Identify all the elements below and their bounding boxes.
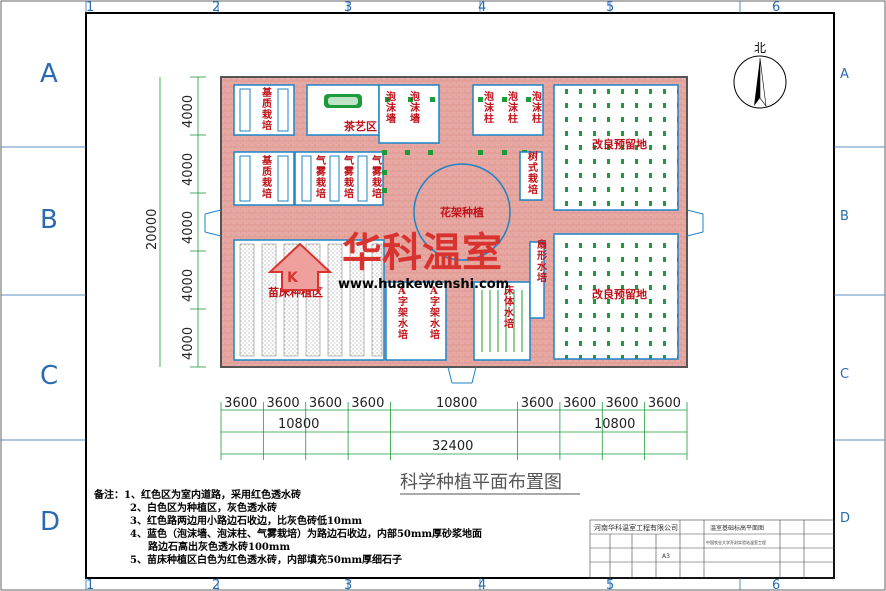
grid-row-c-right: C: [840, 367, 849, 382]
premium-bed-area-2: [233, 151, 295, 206]
zone-label-premium1: 基质栽培: [261, 86, 273, 132]
grid-row-b: B: [40, 205, 58, 235]
grid-col-1: 1: [86, 0, 94, 15]
left-dim-lines: [159, 76, 206, 368]
tea-table-icon: [324, 94, 362, 108]
tb-company: 河南华科温室工程有限公司: [594, 523, 678, 532]
dim-bottom-mid-1: 10800: [278, 417, 319, 432]
dim-bottom-seg-8: 3600: [605, 396, 638, 411]
note-3: 3、红色路两边用小路边石收边，比灰色砖低10mm: [130, 514, 362, 527]
grid-col-5: 5: [606, 0, 614, 15]
dim-bottom-seg-5: 10800: [436, 396, 477, 411]
zone-label-aero2: 气雾栽培: [343, 154, 355, 200]
dim-bottom-seg-7: 3600: [563, 396, 596, 411]
zone-label-fan: 扇形水培: [536, 238, 548, 284]
grid-col-2-bottom: 2: [212, 578, 220, 591]
tree-bed-area: [519, 151, 543, 201]
grid-row-d: D: [40, 507, 60, 537]
fan-water-area: [529, 241, 545, 319]
foam-col-area-1: [472, 84, 544, 136]
svg-text:K: K: [287, 270, 299, 286]
grid-col-6-bottom: 6: [772, 578, 780, 591]
zone-label-trellis: 花架种植: [440, 205, 484, 219]
a-frame-area: [385, 281, 447, 361]
dim-bottom-seg-1: 3600: [224, 396, 257, 411]
seedbed-rows: [239, 243, 383, 357]
title-block: [589, 519, 835, 579]
watermark-cn: 华科温室: [342, 230, 502, 276]
grid-col-5-bottom: 5: [606, 578, 614, 591]
dim-left-2: 4000: [181, 153, 196, 186]
bed-water-area: [473, 281, 531, 361]
watermark-logo: K: [267, 242, 333, 291]
drawing-title: 科学种植平面布置图: [400, 472, 562, 493]
tb-paper: A3: [662, 553, 670, 560]
zone-label-tree: 树式栽培: [528, 150, 538, 196]
tb-drawing-name: 温室基础标高平面图: [710, 524, 764, 532]
reserve-area-1: [553, 84, 679, 211]
bed-water-lines: [481, 290, 523, 352]
door-icons: [204, 209, 704, 384]
north-arrow: [733, 55, 787, 109]
note-5: 5、苗床种植区白色为红色透水砖，内部填充50mm厚细石子: [130, 553, 402, 566]
grid-row-d-right: D: [840, 511, 850, 526]
dim-left-5: 4000: [181, 327, 196, 360]
grid-col-4: 4: [478, 0, 486, 15]
zone-label-bedwater: 床体水培: [503, 284, 515, 330]
dim-bottom-seg-9: 3600: [648, 396, 681, 411]
zone-label-aero1: 气雾栽培: [315, 154, 327, 200]
note-2: 2、白色区为种植区，灰色透水砖: [130, 501, 277, 514]
bottom-dim-ticks: [220, 402, 688, 460]
grid-row-c: C: [40, 361, 58, 391]
reserve-area-2: [553, 233, 679, 360]
grid-col-6: 6: [772, 0, 780, 15]
dim-bottom-seg-2: 3600: [267, 396, 300, 411]
grid-row-a-right: A: [840, 67, 849, 82]
tb-project: 中国农业大学开封实验站温室工程: [706, 539, 766, 545]
zone-label-premium2: 基质栽培: [261, 154, 273, 200]
grid-col-4-bottom: 4: [478, 578, 486, 591]
grid-col-1-bottom: 1: [86, 578, 94, 591]
note-1: 备注：1、红色区为室内道路，采用红色透水砖: [93, 488, 301, 501]
dim-bottom-seg-3: 3600: [309, 396, 342, 411]
dim-bottom-mid-2: 10800: [594, 417, 635, 432]
zone-label-foamcol2: 泡沫柱: [508, 90, 519, 125]
grid-col-3-bottom: 3: [344, 578, 352, 591]
dim-left-total: 20000: [145, 209, 160, 250]
zone-label-reserve2: 改良预留地: [592, 287, 647, 301]
grid-col-3: 3: [344, 0, 352, 15]
foam-wall-area-1: [378, 84, 440, 144]
zone-label-foamcol1: 泡沫柱: [484, 90, 495, 125]
watermark-url: www.huakewenshi.com: [338, 277, 509, 292]
zone-label-foam2: 泡沫墙: [410, 90, 421, 125]
tea-area: [306, 84, 380, 136]
zone-label-foamcol3: 泡沫柱: [532, 90, 543, 125]
zone-label-foam1: 泡沫墙: [386, 90, 397, 125]
zone-label-reserve1: 改良预留地: [592, 137, 647, 151]
north-label: 北: [754, 41, 766, 55]
dim-left-4: 4000: [181, 269, 196, 302]
trellis-circle: [413, 163, 511, 261]
premium-bed-area-1: [233, 84, 295, 136]
zone-label-aero3: 气雾栽培: [371, 154, 383, 200]
note-4b: 路边石高出灰色透水砖100mm: [148, 540, 290, 553]
bottom-dim-lines: [221, 409, 687, 455]
grid-row-a: A: [40, 59, 58, 89]
dim-left-3: 4000: [181, 211, 196, 244]
dim-bottom-total: 32400: [432, 439, 473, 454]
sheet-inner-frame: [85, 12, 835, 579]
note-4: 4、蓝色（泡沫墙、泡沫柱、气雾栽培）为路边石收边，内部50mm厚砂浆地面: [130, 527, 482, 540]
dim-bottom-seg-4: 3600: [351, 396, 384, 411]
dim-left-1: 4000: [181, 95, 196, 128]
dim-bottom-seg-6: 3600: [521, 396, 554, 411]
grid-row-b-right: B: [840, 209, 849, 224]
zone-label-tea: 茶艺区: [343, 119, 377, 133]
grid-col-2: 2: [212, 0, 220, 15]
